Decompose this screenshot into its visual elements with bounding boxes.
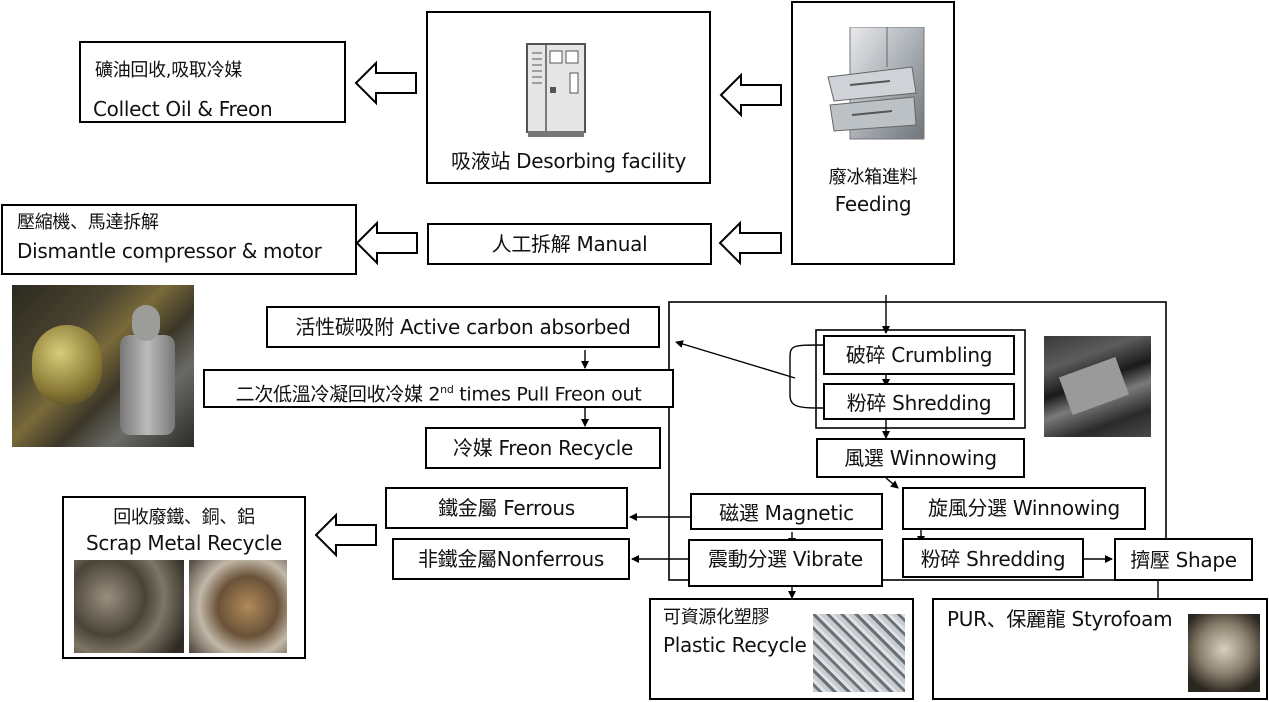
magnetic-label: 磁選 Magnetic	[719, 501, 854, 525]
ferrous-label: 鐵金屬 Ferrous	[438, 496, 575, 520]
freon-recycle-label: 冷媒 Freon Recycle	[453, 436, 633, 460]
winnowing-box: 風選 Winnowing	[816, 438, 1025, 478]
plastic-photo	[813, 614, 905, 692]
arrow-to-active-carbon	[675, 340, 796, 379]
dismantle-en: Dismantle compressor & motor	[17, 239, 322, 263]
feeding-en: Feeding	[834, 192, 912, 216]
active-carbon-label: 活性碳吸附 Active carbon absorbed	[295, 315, 631, 339]
scrap-wire-photo	[189, 560, 287, 653]
collect-oil-zh: 礦油回收,吸取冷媒	[95, 60, 243, 81]
shape-box: 擠壓 Shape	[1114, 538, 1253, 581]
crumbling-label: 破碎 Crumbling	[845, 343, 993, 367]
plastic-en: Plastic Recycle	[663, 633, 807, 657]
second-times-prefix: 二次低溫冷凝回收冷媒 2	[235, 383, 441, 406]
manual-box: 人工拆解 Manual	[427, 223, 712, 265]
scrap-metal-en: Scrap Metal Recycle	[85, 531, 283, 555]
nonferrous-label: 非鐵金屬Nonferrous	[417, 547, 604, 571]
hollow-arrow-feeding-to-manual	[718, 220, 782, 266]
nonferrous-box: 非鐵金屬Nonferrous	[392, 538, 630, 580]
shape-label: 擠壓 Shape	[1130, 548, 1237, 572]
shredding-1-label: 粉碎 Shredding	[846, 391, 992, 415]
hollow-arrow-feeding-to-desorbing	[719, 72, 782, 118]
plastic-zh: 可資源化塑膠	[663, 607, 770, 628]
vibrate-box: 震動分選 Vibrate	[688, 539, 883, 587]
shredding-2-label: 粉碎 Shredding	[920, 547, 1066, 571]
freon-recycle-box: 冷媒 Freon Recycle	[425, 427, 661, 469]
hollow-arrow-to-scrap-metal	[314, 512, 377, 558]
hollow-arrow-desorbing-to-oil	[354, 60, 417, 106]
plastic-recycle-box: 可資源化塑膠 Plastic Recycle	[649, 598, 914, 700]
desorbing-label: 吸液站 Desorbing facility	[451, 149, 686, 173]
scrap-metal-box: 回收廢鐵、銅、鋁 Scrap Metal Recycle	[62, 496, 306, 659]
dismantle-zh: 壓縮機、馬達拆解	[17, 212, 159, 233]
hollow-arrow-manual-to-dismantle	[355, 220, 418, 266]
bracket-curve	[789, 344, 827, 409]
magnetic-box: 磁選 Magnetic	[690, 493, 883, 530]
desorbing-box: 吸液站 Desorbing facility	[426, 11, 711, 184]
collect-oil-box: 礦油回收,吸取冷媒 Collect Oil & Freon	[79, 41, 346, 123]
crumbling-box: 破碎 Crumbling	[823, 335, 1015, 375]
cyclone-winnowing-box: 旋風分選 Winnowing	[902, 487, 1146, 530]
pur-box: PUR、保麗龍 Styrofoam	[932, 598, 1268, 700]
vibrate-label: 震動分選 Vibrate	[708, 547, 863, 571]
second-times-label: 二次低溫冷凝回收冷媒 2nd times Pull Freon out	[205, 378, 672, 406]
second-times-suffix: times Pull Freon out	[453, 383, 642, 406]
scrap-metal-zh: 回收廢鐵、銅、鋁	[113, 507, 255, 528]
second-times-sup: nd	[440, 383, 454, 396]
manual-label: 人工拆解 Manual	[491, 232, 648, 256]
winnowing-label: 風選 Winnowing	[844, 446, 997, 470]
active-carbon-box: 活性碳吸附 Active carbon absorbed	[266, 306, 660, 348]
pur-label: PUR、保麗龍 Styrofoam	[947, 607, 1173, 631]
shredding-2-box: 粉碎 Shredding	[902, 538, 1084, 578]
arrow-winnowing-to-cyclone	[885, 477, 899, 489]
feeding-zh: 廢冰箱進料	[828, 167, 918, 188]
collect-oil-en: Collect Oil & Freon	[93, 97, 273, 121]
refrigerator-icon	[827, 27, 925, 140]
dismantle-box: 壓縮機、馬達拆解 Dismantle compressor & motor	[1, 204, 357, 275]
cyclone-winnowing-label: 旋風分選 Winnowing	[928, 496, 1120, 520]
shredding-1-box: 粉碎 Shredding	[823, 383, 1015, 420]
feeding-box: 廢冰箱進料 Feeding	[791, 1, 955, 265]
ferrous-box: 鐵金屬 Ferrous	[385, 487, 628, 529]
desorbing-unit-icon	[526, 43, 586, 137]
styrofoam-photo	[1188, 614, 1260, 692]
second-times-box: 二次低溫冷凝回收冷媒 2nd times Pull Freon out	[203, 369, 674, 408]
compressor-motor-photo	[12, 285, 194, 447]
crushed-plastic-photo	[1044, 336, 1151, 437]
scrap-iron-photo	[74, 560, 184, 653]
